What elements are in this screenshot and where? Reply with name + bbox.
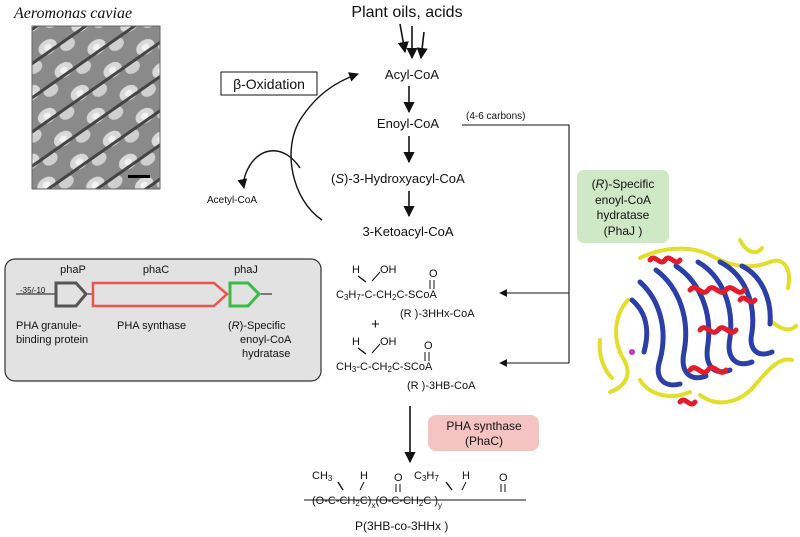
- svg-text:CH3-C-CH2C-SCoA: CH3-C-CH2C-SCoA: [336, 361, 433, 374]
- branch-line: [462, 124, 570, 363]
- gene-phaJ-label: phaJ: [234, 264, 258, 276]
- svg-text:(PhaJ ): (PhaJ ): [604, 224, 643, 238]
- phac-enzyme-box: PHA synthase (PhaC): [428, 415, 539, 451]
- svg-text:H: H: [352, 336, 360, 348]
- organism-name: Aeromonas caviae: [13, 5, 132, 22]
- svg-text:PHA granule-: PHA granule-: [16, 320, 82, 332]
- svg-text:(R)-Specific: (R)-Specific: [228, 320, 286, 332]
- svg-text:C3H7: C3H7: [414, 470, 439, 483]
- hb-structure: H OH CH3-C-CH2C-SCoA O: [336, 336, 433, 374]
- svg-text:(O-C-CH2C)x(O-C-CH2C )y: (O-C-CH2C)x(O-C-CH2C )y: [312, 495, 442, 510]
- svg-text:PHA synthase: PHA synthase: [117, 320, 186, 332]
- svg-text:H: H: [352, 264, 360, 276]
- beta-oxidation-cycle-arrow: [290, 72, 359, 221]
- acetyl-coa-label: Acetyl-CoA: [207, 195, 257, 206]
- svg-text:O: O: [394, 472, 403, 484]
- svg-text:β-Oxidation: β-Oxidation: [233, 76, 305, 92]
- svg-text:OH: OH: [380, 264, 397, 276]
- acyl-coa-label: Acyl-CoA: [385, 67, 440, 82]
- svg-text:O: O: [424, 340, 433, 352]
- operon-box: phaP phaC phaJ -35/-10 PHA granule- bind…: [4, 258, 322, 382]
- hhx-structure: H OH C3H7-C-CH2C-SCoA O: [336, 264, 438, 302]
- source-arrows: [397, 23, 428, 60]
- plus-sign: +: [371, 316, 380, 333]
- gene-phaP-label: phaP: [60, 264, 86, 276]
- cell-micrograph: [31, 25, 161, 190]
- hb-label: (R )-3HB-CoA: [407, 380, 476, 392]
- enoyl-coa-label: Enoyl-CoA: [377, 116, 439, 131]
- svg-text:PHA synthase: PHA synthase: [446, 419, 522, 433]
- hhx-label: (R )-3HHx-CoA: [400, 308, 475, 320]
- phaj-protein-structure: [597, 238, 798, 407]
- svg-text:OH: OH: [380, 336, 397, 348]
- svg-text:H: H: [360, 470, 368, 482]
- svg-text:(R)-Specific: (R)-Specific: [592, 177, 655, 191]
- phaj-enzyme-box: (R)-Specific enoyl-CoA hydratase (PhaJ ): [577, 170, 669, 243]
- svg-text:O: O: [499, 472, 508, 484]
- gene-phaP-arrow: [54, 281, 88, 308]
- svg-text:hydratase: hydratase: [242, 348, 290, 360]
- svg-text:CH3: CH3: [312, 470, 333, 483]
- scale-bar: [128, 175, 150, 178]
- svg-text:O: O: [429, 268, 438, 280]
- svg-text:binding protein: binding protein: [16, 334, 88, 346]
- svg-text:C3H7-C-CH2C-SCoA: C3H7-C-CH2C-SCoA: [336, 289, 437, 302]
- gene-phaJ-arrow: [228, 281, 262, 308]
- gene-phaC-label: phaC: [143, 264, 169, 276]
- hydroxyacyl-coa-label: (S)-3-Hydroxyacyl-CoA: [331, 171, 465, 186]
- svg-text:enoyl-CoA: enoyl-CoA: [240, 334, 292, 346]
- ketoacyl-coa-label: 3-Ketoacyl-CoA: [362, 224, 453, 239]
- carbons-note: (4-6 carbons): [466, 111, 525, 122]
- promoter-label: -35/-10: [20, 286, 46, 295]
- pathway-source: Plant oils, acids: [351, 4, 462, 21]
- svg-text:hydratase: hydratase: [597, 208, 650, 222]
- gene-phaC-arrow: [91, 281, 229, 308]
- svg-text:enoyl-CoA: enoyl-CoA: [595, 193, 651, 207]
- acetyl-coa-branch-arrow: [237, 150, 301, 189]
- svg-text:H: H: [462, 470, 470, 482]
- polymer-structure: CH3 H O C3H7 H O (O-C-CH2C)x(O-C-CH2C )y: [304, 470, 526, 510]
- beta-oxidation-box: β-Oxidation: [220, 71, 318, 96]
- svg-text:(PhaC): (PhaC): [465, 434, 503, 448]
- polymer-label: P(3HB-co-3HHx ): [355, 519, 448, 533]
